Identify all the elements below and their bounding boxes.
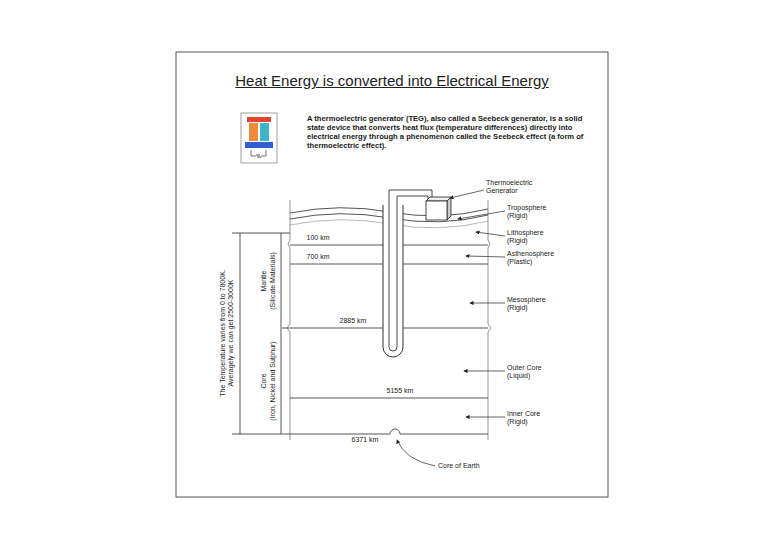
region-label: (Iron, Nickel and Sulphur) bbox=[269, 341, 277, 420]
layer-state: (Rigid) bbox=[507, 304, 528, 312]
depth-label: 100 km bbox=[306, 234, 331, 242]
title: Heat Energy is converted into Electrical… bbox=[235, 72, 548, 90]
layer-state: (Rigid) bbox=[507, 212, 528, 220]
depth-label: 6371 km bbox=[351, 436, 380, 444]
layer-label: Inner Core bbox=[507, 410, 540, 418]
layer-state: (Rigid) bbox=[507, 237, 528, 245]
depth-label: 2885 km bbox=[339, 317, 368, 325]
layer-label: Asthenosphere bbox=[507, 250, 554, 258]
callout-label: Generator bbox=[486, 187, 518, 195]
region-label: (Silicate Materials) bbox=[269, 252, 277, 310]
thermoelectric-generator bbox=[426, 197, 451, 220]
temperature-note: Averagely we can get 2500-3000K bbox=[227, 280, 235, 387]
layer-label: Lithosphere bbox=[507, 229, 544, 237]
depth-label: 700 km bbox=[306, 253, 331, 261]
teg-icon bbox=[241, 113, 277, 163]
region-label: Core bbox=[260, 373, 268, 388]
layer-label: Troposphere bbox=[507, 204, 546, 212]
temperature-note: The Temperature varies from 0 to 7800K. bbox=[219, 269, 227, 397]
description-text: A thermoelectric generator (TEG), also c… bbox=[307, 114, 597, 150]
callout-label: Core of Earth bbox=[438, 462, 480, 470]
frame bbox=[176, 52, 608, 497]
callout-label: Thermoelectric bbox=[486, 179, 532, 187]
depth-label: 5155 km bbox=[386, 387, 415, 395]
core-point bbox=[390, 429, 400, 434]
layer-state: (Rigid) bbox=[507, 418, 528, 426]
layer-label: Outer Core bbox=[507, 364, 542, 372]
layer-label: Mesosphere bbox=[507, 296, 546, 304]
region-label: Mantle bbox=[260, 270, 268, 291]
layer-state: (Liquid) bbox=[507, 372, 530, 380]
heat-pipe bbox=[383, 190, 432, 357]
layer-state: (Plastic) bbox=[507, 258, 532, 266]
